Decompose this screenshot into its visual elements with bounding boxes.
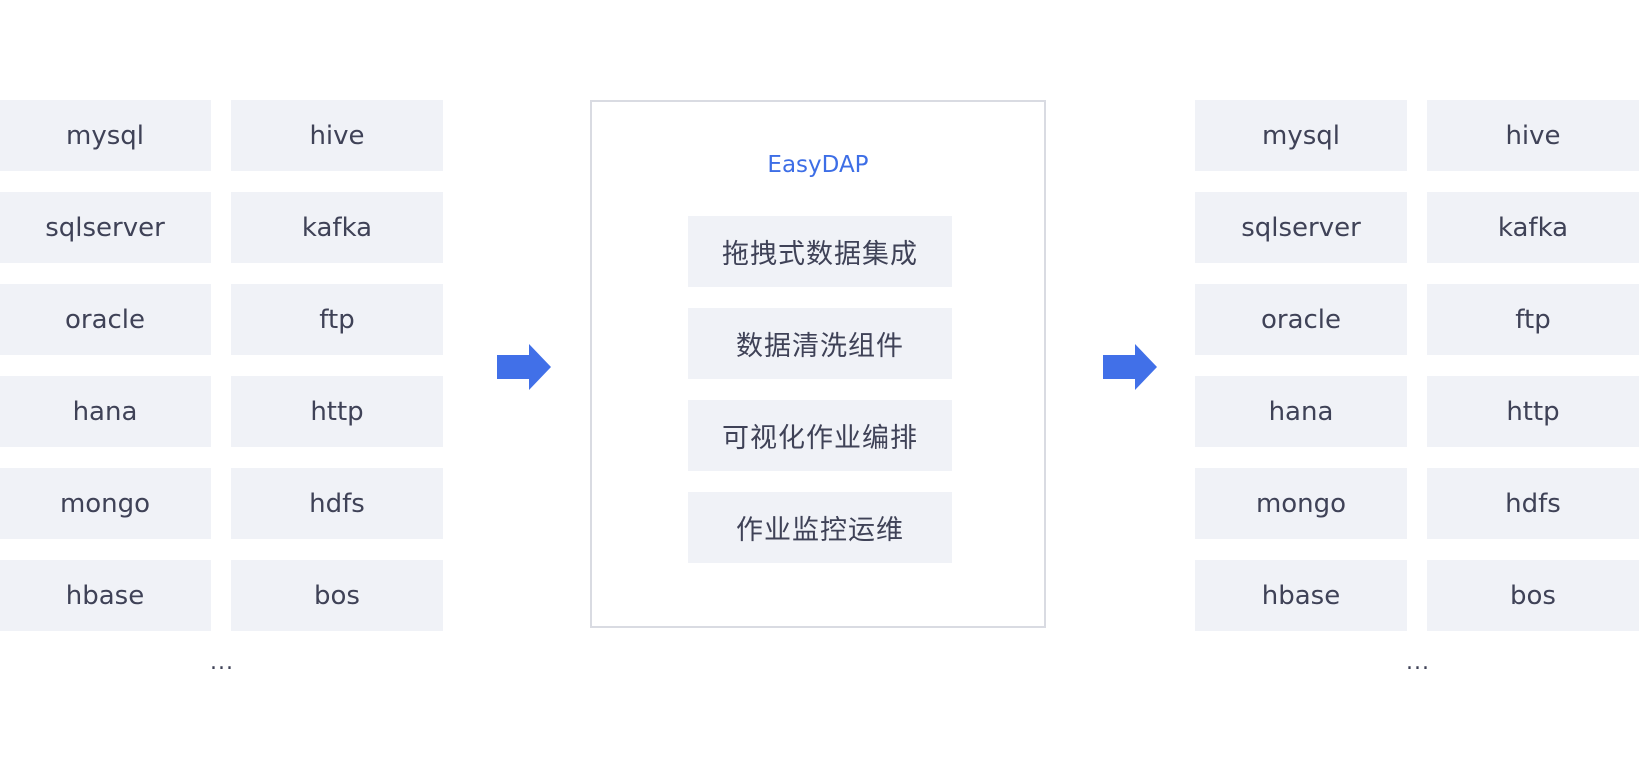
source-item-mongo: mongo xyxy=(0,468,211,539)
source-item-bos: bos xyxy=(231,560,443,631)
target-item-ftp: ftp xyxy=(1427,284,1639,355)
target-item-http: http xyxy=(1427,376,1639,447)
source-item-ftp: ftp xyxy=(231,284,443,355)
source-item-hdfs: hdfs xyxy=(231,468,443,539)
source-item-mysql: mysql xyxy=(0,100,211,171)
feature-job-monitoring: 作业监控运维 xyxy=(688,492,952,563)
source-item-kafka: kafka xyxy=(231,192,443,263)
source-item-http: http xyxy=(231,376,443,447)
source-item-oracle: oracle xyxy=(0,284,211,355)
platform-title: EasyDAP xyxy=(767,152,869,178)
target-more-ellipsis: ... xyxy=(1406,650,1430,675)
target-item-oracle: oracle xyxy=(1195,284,1407,355)
target-item-bos: bos xyxy=(1427,560,1639,631)
source-item-hana: hana xyxy=(0,376,211,447)
easydap-platform-box: EasyDAP 拖拽式数据集成 数据清洗组件 可视化作业编排 作业监控运维 xyxy=(590,100,1046,628)
target-item-hana: hana xyxy=(1195,376,1407,447)
target-item-hdfs: hdfs xyxy=(1427,468,1639,539)
target-item-mysql: mysql xyxy=(1195,100,1407,171)
target-datasource-grid: mysql hive sqlserver kafka oracle ftp ha… xyxy=(1195,100,1639,631)
target-item-kafka: kafka xyxy=(1427,192,1639,263)
source-more-ellipsis: ... xyxy=(210,650,234,675)
source-datasource-grid: mysql hive sqlserver kafka oracle ftp ha… xyxy=(0,100,443,631)
source-item-hbase: hbase xyxy=(0,560,211,631)
target-item-hbase: hbase xyxy=(1195,560,1407,631)
target-item-hive: hive xyxy=(1427,100,1639,171)
target-item-mongo: mongo xyxy=(1195,468,1407,539)
target-item-sqlserver: sqlserver xyxy=(1195,192,1407,263)
feature-visual-orchestration: 可视化作业编排 xyxy=(688,400,952,471)
right-arrow-icon xyxy=(1103,344,1157,390)
feature-list: 拖拽式数据集成 数据清洗组件 可视化作业编排 作业监控运维 xyxy=(688,216,952,563)
feature-drag-drop-integration: 拖拽式数据集成 xyxy=(688,216,952,287)
source-item-hive: hive xyxy=(231,100,443,171)
right-arrow-icon xyxy=(497,344,551,390)
feature-data-cleansing: 数据清洗组件 xyxy=(688,308,952,379)
source-item-sqlserver: sqlserver xyxy=(0,192,211,263)
